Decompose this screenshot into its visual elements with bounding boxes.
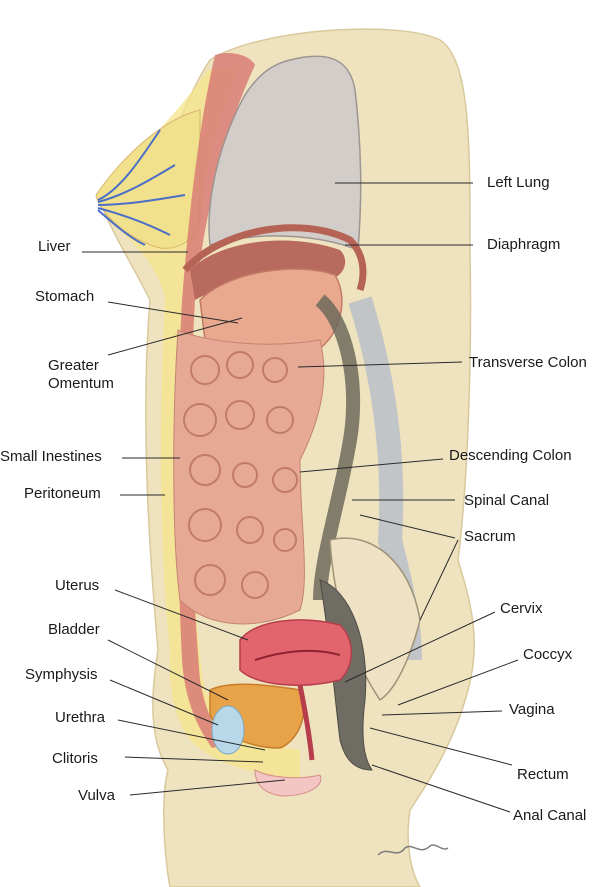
leader-bladder [107,639,229,701]
label-cervix: Cervix [500,600,543,617]
label-greater-omentum: Greater Omentum [48,357,168,393]
artist-signature [377,844,449,856]
leader-vagina [381,710,503,716]
intestine-loops [183,351,298,599]
leader-sacrum-a [359,514,456,539]
label-peritoneum: Peritoneum [24,485,101,502]
leader-rectum [369,727,513,766]
subcutaneous-fat [104,70,301,780]
mammary-glands [97,129,186,246]
label-stomach: Stomach [35,288,95,305]
label-uterus: Uterus [55,577,100,594]
vulva [254,769,322,797]
label-spinal-canal: Spinal Canal [464,492,550,509]
leader-stomach [107,301,239,324]
leader-clitoris [124,756,264,763]
label-left-lung: Left Lung [487,174,550,191]
label-transverse-colon: Transverse Colon [469,354,587,371]
leader-cervix [344,611,496,683]
label-sacrum: Sacrum [464,528,516,545]
leader-sacrum-b [419,539,459,621]
label-greater-omentum-line1: Greater [48,357,99,374]
label-rectum: Rectum [517,766,569,783]
leader-lines [82,182,519,813]
diaphragm [182,224,367,292]
leader-descending-colon [299,458,444,473]
label-descending-colon: Descending Colon [449,447,572,464]
vagina [297,684,315,761]
breast [95,109,201,249]
uterus [239,619,352,686]
leader-coccyx [397,659,519,706]
uterine-cavity [254,649,341,661]
label-vagina: Vagina [509,701,555,718]
leader-urethra [117,719,266,751]
label-urethra: Urethra [55,709,106,726]
label-greater-omentum-line2: Omentum [48,375,114,392]
descending-colon [313,294,361,601]
leader-transverse-colon [297,361,463,368]
label-bladder: Bladder [48,621,100,638]
leader-anal-canal [371,764,511,813]
label-small-intestines: Small Inestines [0,448,102,465]
label-vulva: Vulva [78,787,115,804]
symphysis [211,705,245,755]
leader-uterus [114,589,249,641]
abdominal-wall-muscle [177,53,255,749]
label-coccyx: Coccyx [523,646,573,663]
label-liver: Liver [38,238,71,255]
leader-vulva [129,779,286,796]
label-clitoris: Clitoris [52,750,98,767]
leader-greater-omentum [107,317,243,356]
left-lung [208,55,362,252]
label-anal-canal: Anal Canal [513,807,587,824]
label-symphysis: Symphysis [25,666,98,683]
leader-symphysis [109,679,219,726]
label-diaphragm: Diaphragm [487,236,561,253]
